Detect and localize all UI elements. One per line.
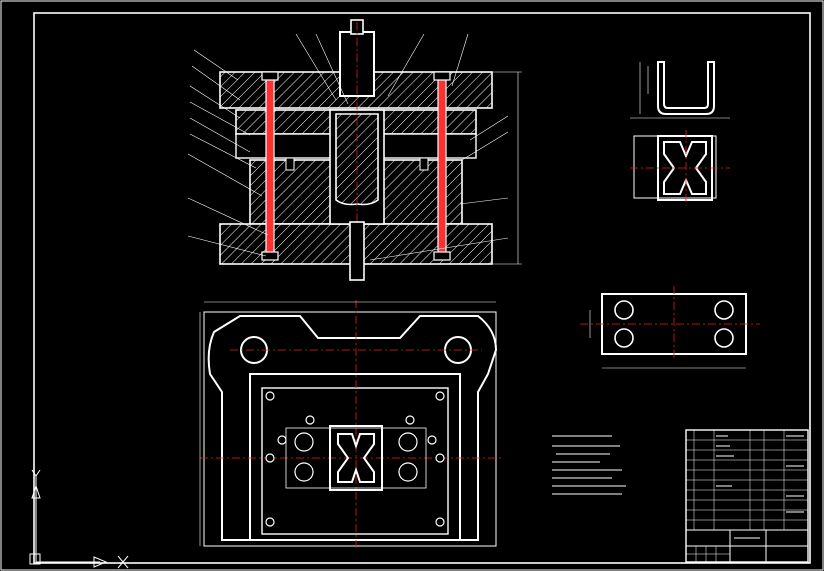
- screw-left: [285, 157, 295, 171]
- blank-shape: [657, 135, 713, 201]
- upper-plate-outline: [207, 315, 498, 541]
- die-inner-outline: [261, 387, 449, 535]
- guide-pillar-right: [437, 77, 447, 259]
- inner-frame: [33, 12, 811, 564]
- ucs-icon: [29, 469, 129, 569]
- blank-outline: [633, 135, 717, 199]
- guide-bush-right-low: [433, 251, 451, 261]
- part-views[interactable]: [580, 61, 760, 369]
- technical-requirements: [552, 435, 626, 495]
- section-view[interactable]: [187, 19, 522, 281]
- plan-view[interactable]: [199, 300, 504, 550]
- strip-holes: [614, 300, 734, 348]
- leaders-top: [295, 33, 469, 105]
- punch-body: [335, 113, 379, 206]
- screw-right: [419, 157, 429, 171]
- guide-bush-left-low: [261, 251, 279, 261]
- ejector-pin: [349, 221, 365, 281]
- guide-bush-right: [433, 71, 451, 81]
- pilot-holes: [294, 432, 418, 482]
- guide-bush-left: [261, 71, 279, 81]
- u-profile: [657, 61, 715, 115]
- ucs-y-label: Y: [0, 0, 1, 1]
- guide-pillar-left: [265, 77, 275, 259]
- tech-notes-lines: [552, 435, 626, 495]
- die-plate-outline: [249, 373, 461, 541]
- cross-punch: [329, 425, 383, 491]
- leaders-left: [187, 49, 269, 257]
- leaders-right: [369, 115, 509, 261]
- punch-area: [285, 427, 427, 489]
- mounting-holes: [265, 391, 445, 527]
- lower-base-outline: [203, 311, 497, 547]
- title-block: [685, 429, 809, 563]
- ucs-x-label: X: [0, 0, 1, 1]
